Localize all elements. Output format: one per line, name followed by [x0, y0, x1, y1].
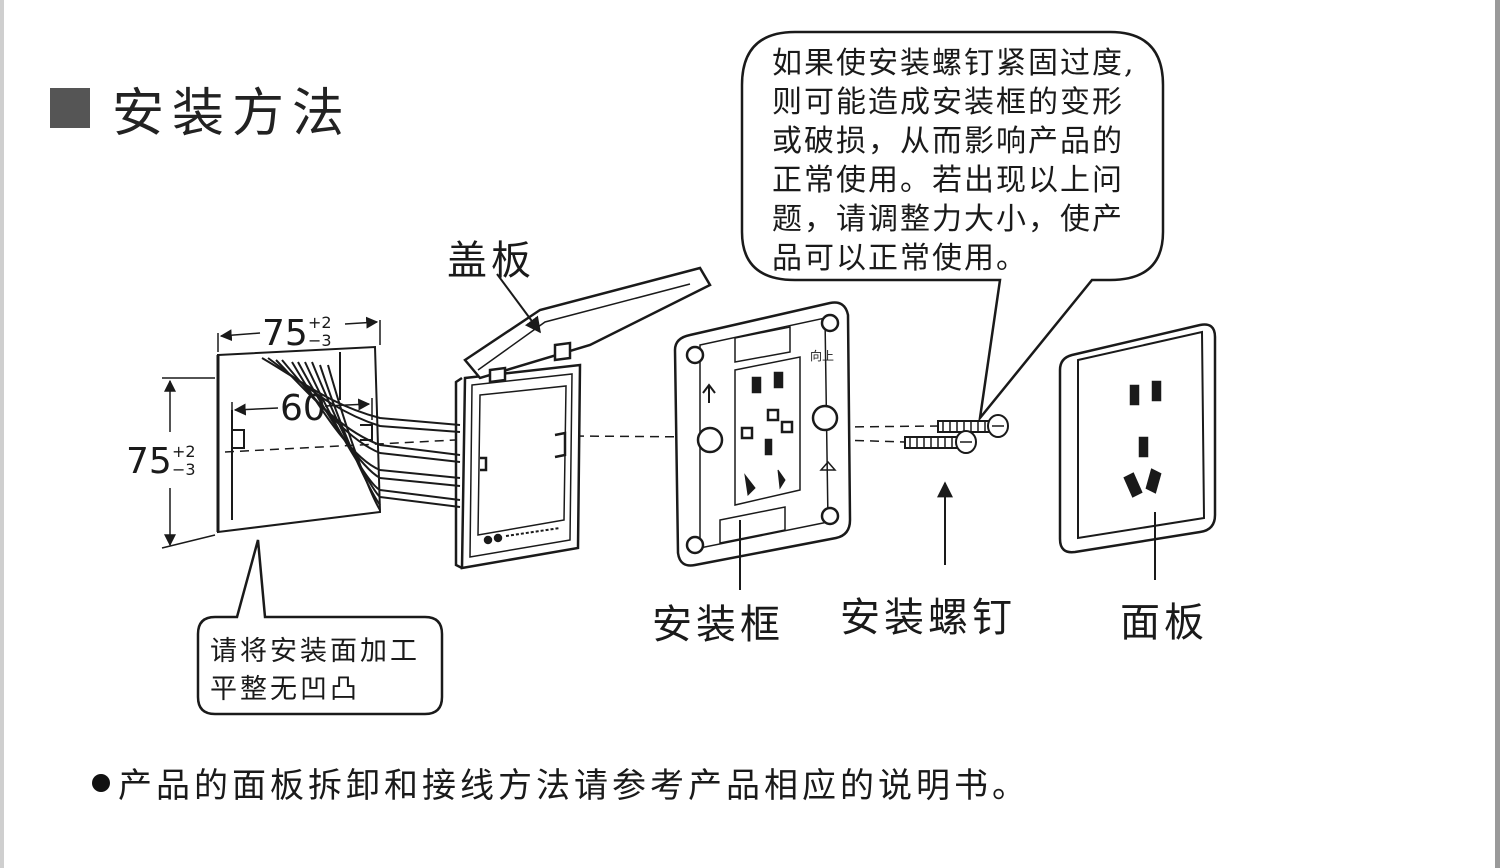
screw-warning-text: 如果使安装螺钉紧固过度, 则可能造成安装框的变形 或破损，从而影响产品的 正常使…: [772, 44, 1152, 278]
box-height-tol-minus: −3: [172, 460, 196, 479]
panel-label: 面板: [1120, 600, 1208, 646]
surface-note-line: 平整无凹凸: [210, 674, 360, 705]
box-width-tol-plus: +2: [308, 313, 332, 332]
mount-screw-label: 安装螺钉: [840, 595, 1016, 641]
footer-note: 产品的面板拆卸和接线方法请参考产品相应的说明书。: [92, 758, 1030, 807]
box-width-tol-minus: −3: [308, 331, 332, 350]
surface-note-bubble: [196, 539, 444, 716]
alignment-axis: [224, 425, 941, 453]
screw-warning-bubble: [740, 30, 1165, 423]
cover-label: 盖板: [447, 238, 535, 284]
mounting-frame: [673, 301, 852, 567]
left-edge: [0, 0, 4, 868]
screw-warning-line: 品可以正常使用。: [772, 241, 1028, 276]
wall-box: [216, 345, 382, 534]
surface-note-text: 请将安装面加工 平整无凹凸: [210, 633, 450, 709]
front-panel: [1058, 323, 1217, 554]
wire-bundle: [261, 357, 461, 511]
frame-up-mark: 向上: [810, 348, 834, 363]
screw-warning-line: 题，请调整力大小，使产: [772, 202, 1124, 237]
mount-frame-label: 安装框: [652, 602, 784, 648]
bullet-icon: [92, 773, 110, 792]
cover-plate: [454, 266, 712, 570]
box-height-value: 75: [126, 441, 172, 482]
surface-note-line: 请将安装面加工: [210, 636, 420, 667]
mounting-screws: [904, 414, 1009, 454]
screw-warning-line: 或破损，从而影响产品的: [772, 124, 1124, 159]
dimension-lines: [161, 316, 381, 549]
heading-square-icon: [50, 88, 90, 128]
hole-spacing-value: 60: [280, 388, 326, 429]
footer-text: 产品的面板拆卸和接线方法请参考产品相应的说明书。: [118, 766, 1030, 806]
right-edge: [1495, 0, 1500, 868]
screw-warning-line: 如果使安装螺钉紧固过度,: [772, 46, 1136, 81]
section-title: 安装方法: [112, 83, 353, 144]
screw-warning-line: 则可能造成安装框的变形: [772, 85, 1124, 120]
box-height-tol-plus: +2: [172, 442, 196, 461]
screw-warning-line: 正常使用。若出现以上问: [772, 163, 1124, 198]
section-heading: 安装方法: [50, 78, 352, 144]
cover-leader: [496, 273, 541, 334]
box-width-value: 75: [262, 313, 308, 354]
